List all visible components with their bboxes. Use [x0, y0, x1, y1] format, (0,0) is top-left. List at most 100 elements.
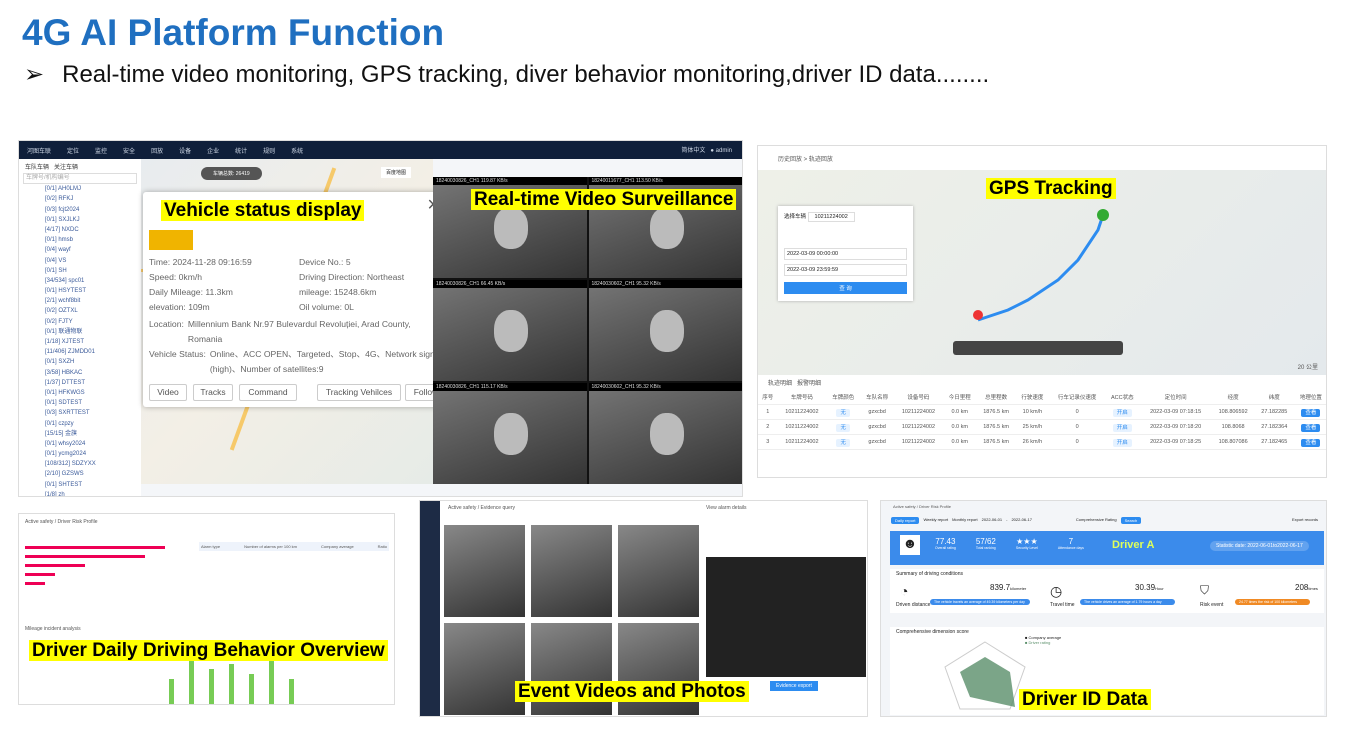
view-location-button[interactable]: 查看 — [1301, 439, 1321, 447]
view-location-button[interactable]: 查看 — [1301, 424, 1321, 432]
vehicle-group[interactable]: [2/10] GZSWS — [45, 471, 84, 478]
table-cell: 查看 — [1293, 419, 1326, 435]
vehicle-group[interactable]: [0/1] SDTEST — [45, 400, 83, 407]
cell-text: 1876.5 km — [983, 409, 1009, 415]
vehicle-group[interactable]: [3/58] HBKAC — [45, 369, 83, 376]
tracking-vehicles-button[interactable]: Tracking Vehilces — [317, 384, 401, 401]
tab-track-detail[interactable]: 轨迹明细 — [768, 381, 793, 387]
video-tile[interactable]: 18240030602_CH1 95.32 KB/s — [588, 280, 742, 381]
vehicle-group[interactable]: [0/1] SHTEST — [45, 481, 83, 488]
user-menu[interactable]: 简体中文 ● admin — [681, 148, 732, 154]
mileage-chart — [169, 659, 294, 704]
tab-alarm-detail[interactable]: 报警明细 — [797, 381, 822, 387]
vehicle-search-input[interactable]: 车牌号/机构编号 — [23, 173, 137, 185]
view-location-button[interactable]: 查看 — [1301, 409, 1321, 417]
cell-text: 25 km/h — [1022, 424, 1043, 430]
cell-text: 1 — [766, 409, 770, 415]
vehicle-group[interactable]: [0/1] SXZH — [45, 359, 75, 366]
column-header: 设备号码 — [894, 390, 943, 405]
vehicle-group[interactable]: [0/1] SH — [45, 267, 67, 274]
video-tile[interactable]: 18240030826_CH1 115.17 KB/s — [433, 383, 587, 484]
nav-item[interactable]: 规则 — [263, 148, 276, 155]
table-cell: 27.182285 — [1254, 404, 1294, 420]
vehicle-group[interactable]: [0/1] HSYTEST — [45, 288, 87, 295]
column-header: Number of alarms per 100 km — [244, 544, 298, 549]
vehicle-group[interactable]: [34/534] spc01 — [45, 277, 85, 284]
vehicle-group[interactable]: [0/4] VS — [45, 257, 67, 264]
tab-weekly[interactable]: Weekly report — [923, 517, 949, 522]
vehicle-group[interactable]: [0/1] hmsb — [45, 237, 74, 244]
nav-item[interactable]: 监控 — [95, 148, 108, 155]
video-button[interactable]: Video — [149, 384, 187, 401]
nav-item[interactable]: 系统 — [291, 148, 304, 155]
video-tile[interactable]: 18240030602_CH1 95.32 KB/s — [588, 383, 742, 484]
nav-item[interactable]: 安全 — [123, 148, 136, 155]
tab-followed[interactable]: 关注车辆 — [54, 165, 79, 171]
video-tile[interactable]: 18240030826_CH1 66.45 KB/s — [433, 280, 587, 381]
playback-bar[interactable] — [953, 341, 1123, 355]
vehicle-group[interactable]: [0/4] wayf — [45, 247, 71, 254]
vehicle-group[interactable]: [4/17] NXDC — [45, 226, 79, 233]
nav-item[interactable]: 统计 — [235, 148, 248, 155]
table-cell: 无 — [826, 434, 861, 450]
event-thumbnail[interactable] — [444, 623, 525, 715]
table-cell: 查看 — [1293, 434, 1326, 450]
vehicle-group[interactable]: [1/37] DTTEST — [45, 379, 86, 386]
vehicle-group[interactable]: [0/2] OZTXL — [45, 308, 78, 315]
tab-daily[interactable]: Daily report — [891, 517, 920, 524]
event-video-player[interactable] — [706, 557, 866, 677]
vehicle-group[interactable]: [0/3] SXRTTEST — [45, 410, 90, 417]
query-button[interactable]: 查 询 — [784, 282, 907, 294]
cell-text: 26 km/h — [1022, 439, 1043, 445]
nav-item[interactable]: 设备 — [179, 148, 192, 155]
vehicle-group[interactable]: [0/1] HFKWGS — [45, 389, 85, 396]
plate-input[interactable]: 10211224002 — [807, 212, 855, 222]
vehicle-group[interactable]: [0/3] fcjt2024 — [45, 206, 80, 213]
column-header: ACC状态 — [1104, 390, 1140, 405]
vehicle-group[interactable]: [2/1] wchf8bit — [45, 298, 81, 305]
end-time-input[interactable]: 2022-03-09 23:59:59 — [784, 264, 907, 276]
vehicle-group[interactable]: [0/1] czpzy — [45, 420, 74, 427]
gps-label: GPS Tracking — [986, 178, 1116, 200]
tab-fleet[interactable]: 车队车辆 — [25, 165, 50, 171]
map-type-select[interactable]: 百度地图 — [381, 167, 412, 178]
command-button[interactable]: Command — [239, 384, 297, 401]
cell-text: 10211224002 — [901, 439, 936, 445]
search-button[interactable]: Search — [1120, 517, 1142, 524]
event-thumbnail[interactable] — [531, 525, 612, 617]
export-button[interactable]: Export records — [1291, 517, 1318, 522]
vehicle-group[interactable]: [0/2] RFKJ — [45, 196, 74, 203]
evidence-export-button[interactable]: Evidence export — [770, 681, 818, 691]
vehicle-group[interactable]: [0/2] FJTY — [45, 318, 73, 325]
vehicle-group[interactable]: [0/1] SXJLKJ — [45, 216, 80, 223]
column-header: 纬度 — [1254, 390, 1294, 405]
tab-monthly[interactable]: Monthly report — [952, 517, 978, 522]
nav-item[interactable]: 企业 — [207, 148, 220, 155]
table-cell: 10211224002 — [894, 419, 943, 435]
vehicle-group[interactable]: [1/8] zh — [45, 491, 65, 497]
vehicle-group[interactable]: [0/1] ycmg2024 — [45, 451, 87, 458]
table-cell: 26 km/h — [1015, 434, 1050, 450]
event-thumbnail[interactable] — [618, 525, 699, 617]
nav-item[interactable]: 河图车联 — [27, 148, 52, 155]
vehicle-group[interactable]: [0/1] whsy2024 — [45, 440, 86, 447]
cell-text: gzxcbd — [868, 424, 886, 430]
driver-feed — [649, 207, 684, 250]
cell-text: 3 — [766, 439, 770, 445]
nav-item[interactable]: 回放 — [151, 148, 164, 155]
table-cell: 0 — [1049, 404, 1105, 420]
vehicle-group[interactable]: [11/406] ZJMDD01 — [45, 349, 95, 356]
vehicle-group[interactable]: [0/1] AH0LMJ — [45, 186, 82, 193]
column-header: 车牌颜色 — [826, 390, 861, 405]
cell-text: 0 — [1075, 439, 1079, 445]
track-route — [973, 209, 1109, 322]
vehicle-group[interactable]: [15/15] 金旗 — [45, 430, 78, 437]
vehicle-group[interactable]: [1/18] XJTEST — [45, 339, 85, 345]
vehicle-group[interactable]: [108/312] SDZYXX — [45, 461, 96, 468]
tracks-button[interactable]: Tracks — [193, 384, 233, 401]
start-time-input[interactable]: 2022-03-09 00:00:00 — [784, 248, 907, 260]
nav-item[interactable]: 定位 — [67, 148, 80, 155]
event-thumbnail[interactable] — [444, 525, 525, 617]
vehicle-group[interactable]: [0/1] 联通物联 — [45, 328, 83, 335]
